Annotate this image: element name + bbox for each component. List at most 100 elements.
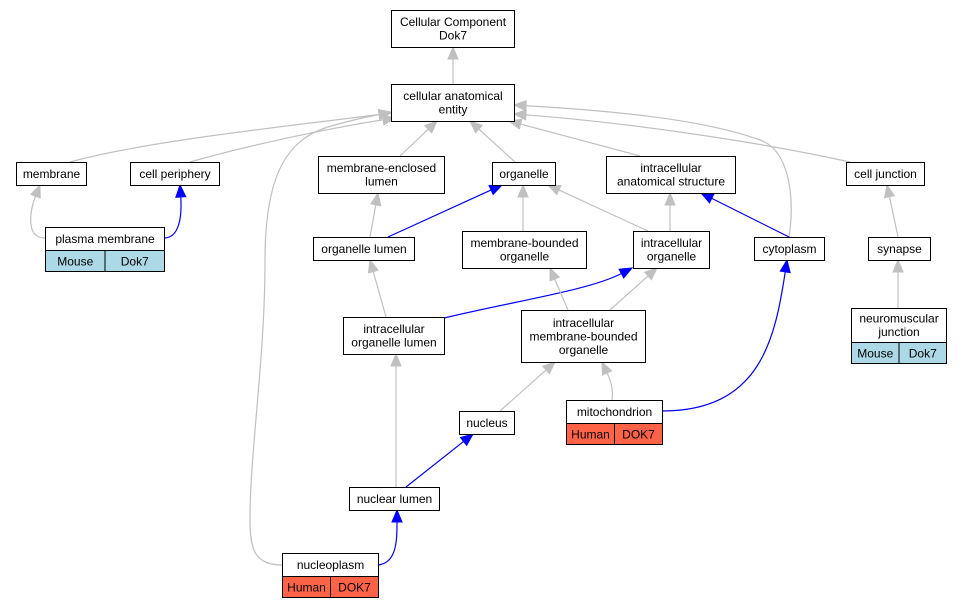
node-label-line: synapse — [877, 242, 922, 256]
node-label-line: organelle — [647, 250, 697, 264]
edge-line — [369, 203, 377, 238]
edge-arrowhead — [469, 120, 484, 134]
edge-arrowhead — [699, 192, 715, 204]
edge-line — [477, 127, 516, 163]
node-label-line: nucleus — [466, 416, 507, 430]
edge-cell-junction-to-cellular-anatomical-entity — [512, 109, 851, 163]
edge-arrowhead — [643, 267, 658, 281]
gene-label: Dok7 — [909, 347, 937, 361]
node-box — [318, 156, 445, 194]
edge-intracellular-membrane-bounded-organelle-to-membrane-bounded-organelle — [549, 266, 569, 311]
edge-line — [189, 119, 385, 163]
edge-intracellular-organelle-to-intracellular-anatomical-structure — [664, 191, 676, 231]
node-nuclear-lumen[interactable]: nuclear lumen — [349, 487, 440, 511]
edge-line — [399, 128, 430, 157]
node-label-line: cell periphery — [139, 167, 210, 181]
species-label: Human — [571, 428, 610, 442]
node-box — [16, 162, 87, 186]
node-label-line: intracellular — [640, 161, 701, 175]
node-label-line: intracellular — [641, 236, 702, 250]
node-box — [868, 237, 931, 261]
species-label: Human — [287, 581, 326, 595]
node-label-line: cytoplasm — [762, 242, 816, 256]
edge-arrowhead — [549, 266, 561, 282]
edge-line — [30, 194, 46, 239]
edge-organelle-to-cellular-anatomical-entity — [469, 120, 516, 163]
edge-line — [609, 274, 650, 311]
species-label: Mouse — [857, 347, 893, 361]
node-box — [391, 84, 515, 122]
edge-line — [499, 368, 548, 412]
node-cell-junction[interactable]: cell junction — [846, 162, 925, 186]
edge-line — [606, 371, 613, 401]
edge-plasma-membrane-to-cell-periphery — [163, 183, 187, 239]
edge-line — [557, 189, 649, 232]
edge-arrowhead — [512, 99, 527, 112]
edge-cell-periphery-to-cellular-anatomical-entity — [189, 114, 397, 163]
edge-mitochondrion-to-cytoplasm — [661, 258, 791, 412]
edge-organelle-lumen-to-organelle — [387, 184, 504, 238]
edge-arrowhead — [367, 258, 379, 274]
edge-line — [553, 277, 569, 311]
gene-cell — [104, 250, 165, 272]
edge-arrowhead — [488, 184, 504, 196]
gene-cell — [614, 423, 663, 445]
node-box — [754, 237, 825, 261]
node-label-line: nucleoplasm — [297, 558, 364, 572]
node-membrane[interactable]: membrane — [16, 162, 87, 186]
edge-arrowhead — [601, 360, 613, 376]
edge-nuclear-lumen-to-nucleus — [405, 433, 475, 488]
edge-line — [163, 195, 182, 239]
node-organelle[interactable]: organelle — [492, 162, 556, 186]
node-box — [633, 231, 710, 269]
node-label-line: mitochondrion — [577, 405, 652, 419]
node-synapse[interactable]: synapse — [868, 237, 931, 261]
edge-line — [661, 270, 786, 412]
edge-line — [405, 440, 465, 488]
edge-arrowhead — [779, 258, 791, 274]
edge-arrowhead — [459, 433, 475, 447]
edge-arrowhead — [175, 183, 187, 198]
edge-intracellular-membrane-bounded-organelle-to-intracellular-organelle — [609, 267, 658, 311]
node-box — [492, 162, 556, 186]
node-nucleus[interactable]: nucleus — [459, 411, 515, 435]
node-cytoplasm[interactable]: cytoplasm — [754, 237, 825, 261]
node-box — [851, 308, 947, 343]
edge-line — [888, 195, 899, 238]
edge-arrowhead — [30, 183, 41, 199]
node-label-line: neuromuscular — [859, 312, 938, 326]
edge-arrowhead — [370, 191, 382, 207]
node-label-line: intracellular — [553, 316, 614, 330]
edge-line — [249, 113, 381, 566]
node-cell-periphery[interactable]: cell periphery — [130, 162, 220, 186]
node-label-line: membrane — [23, 167, 81, 181]
node-box — [391, 10, 515, 48]
edge-line — [524, 114, 851, 163]
node-label-line: organelle — [559, 343, 609, 357]
node-label-line: Dok7 — [439, 29, 467, 43]
edge-membrane-bounded-organelle-to-organelle — [517, 183, 529, 231]
edge-cytoplasm-to-intracellular-anatomical-structure — [699, 192, 790, 238]
node-box — [343, 317, 445, 355]
edge-line — [372, 270, 387, 318]
node-box — [606, 156, 736, 194]
node-label-line: nuclear lumen — [357, 492, 432, 506]
node-label-line: anatomical structure — [617, 175, 725, 189]
gene-cell — [330, 576, 379, 598]
node-label-line: membrane-enclosed — [327, 161, 436, 175]
edge-arrowhead — [390, 352, 402, 367]
node-organelle-lumen[interactable]: organelle lumen — [313, 237, 415, 261]
edge-intracellular-organelle-lumen-to-organelle-lumen — [367, 258, 387, 318]
